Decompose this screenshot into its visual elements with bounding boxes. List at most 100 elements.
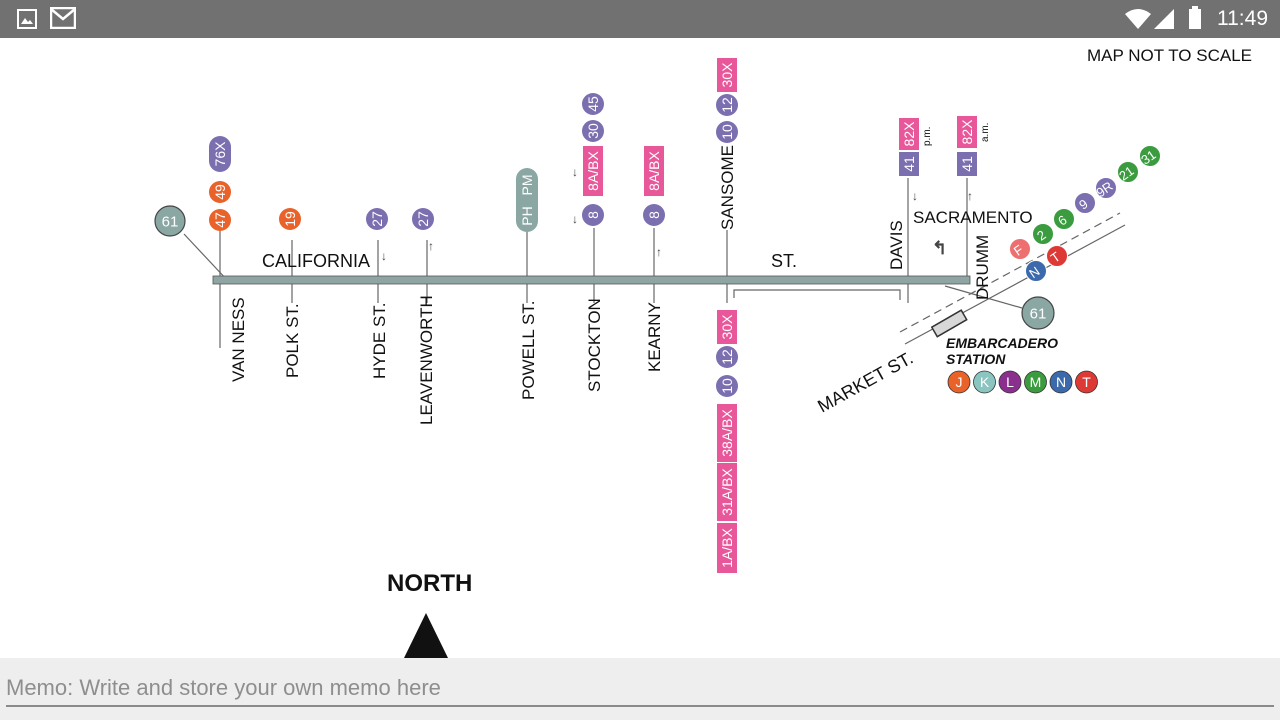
north-arrow-icon (404, 613, 448, 658)
badge-pm: PM (519, 175, 535, 196)
badge-market-6: 6 (1053, 208, 1075, 230)
battery-icon (1189, 6, 1201, 29)
svg-text:10: 10 (719, 378, 735, 394)
svg-text:49: 49 (212, 184, 228, 200)
badge-ph: PH (519, 206, 535, 225)
badge-powell-cable (516, 168, 538, 232)
svg-text:27: 27 (369, 211, 385, 227)
badge-station-k: K (973, 370, 996, 394)
svg-text:L: L (1006, 374, 1014, 390)
badge-31abx: 31A/BX (717, 463, 737, 521)
badge-market-n: N (1025, 260, 1047, 282)
badge-12-north: 12 (716, 94, 738, 116)
svg-text:45: 45 (585, 96, 601, 112)
badge-27-leavenworth: 27 (412, 208, 434, 230)
svg-text:J: J (956, 374, 963, 390)
street-label-davis: DAVIS (887, 220, 906, 270)
badge-station-l: L (998, 370, 1022, 394)
arrow-leavenworth-icon: ↑ (428, 239, 434, 253)
svg-text:61: 61 (1030, 305, 1047, 322)
badge-12-south: 12 (716, 346, 738, 368)
badge-41-davis: 41 (899, 152, 919, 176)
svg-text:12: 12 (719, 97, 735, 113)
svg-text:M: M (1030, 374, 1042, 390)
davis-note: p.m. (922, 127, 933, 146)
street-label-sansome: SANSOME (718, 145, 737, 230)
route-map[interactable]: MAP NOT TO SCALE ↓ (0, 38, 1280, 658)
badge-market-t: T (1046, 245, 1068, 267)
badge-8-stockton: 8 (582, 204, 604, 226)
street-label-kearny: KEARNY (645, 302, 664, 372)
street-label-van-ness: VAN NESS (229, 297, 248, 382)
memo-bar (0, 658, 1280, 720)
station-block (930, 309, 968, 338)
memo-input[interactable] (6, 672, 1272, 704)
badge-38abx: 38A/BX (717, 404, 737, 462)
svg-text:1A/BX: 1A/BX (719, 528, 735, 568)
badge-19: 19 (279, 208, 301, 230)
street-label-leavenworth: LEAVENWORTH (417, 295, 436, 425)
badge-41-drumm: 41 (957, 152, 977, 176)
street-label-polk: POLK ST. (283, 303, 302, 378)
svg-text:10: 10 (719, 124, 735, 140)
badge-station-t: T (1075, 370, 1098, 394)
arrow-davis-icon: ↓ (912, 189, 918, 203)
svg-text:82X: 82X (901, 121, 917, 147)
badge-market-9r: 9R (1093, 177, 1117, 200)
svg-text:31: 31 (1138, 147, 1158, 168)
badge-station-n: N (1049, 370, 1073, 394)
badge-market-2: 2 (1032, 223, 1054, 245)
badge-10-south: 10 (716, 375, 738, 397)
arrow-kearny-icon: ↑ (656, 245, 662, 259)
svg-text:T: T (1082, 374, 1091, 390)
svg-text:41: 41 (959, 156, 975, 172)
arrow-stockton-lower-icon: ↓ (572, 212, 578, 226)
status-bar: 11:49 (0, 0, 1280, 38)
badge-30: 30 (582, 120, 604, 142)
north-label: NORTH (387, 570, 472, 597)
badge-10-north: 10 (716, 121, 738, 143)
badge-30x-north: 30X (717, 58, 737, 92)
drumm-note: a.m. (980, 123, 991, 142)
station-label-line1: EMBARCADERO (946, 335, 1058, 351)
badge-market-f: F (1009, 238, 1031, 260)
station-label-line2: STATION (946, 351, 1006, 367)
badge-47: 47 (209, 209, 231, 231)
badge-82x-davis: 82X (899, 118, 919, 150)
svg-text:27: 27 (415, 211, 431, 227)
badge-station-j: J (947, 370, 971, 394)
leader-line-61-west (183, 233, 229, 282)
street-label-powell: POWELL ST. (519, 300, 538, 400)
street-label-market: MARKET ST. (814, 348, 916, 417)
badge-8abx-kearny: 8A/BX (644, 146, 664, 196)
svg-text:K: K (980, 374, 990, 390)
badge-49: 49 (209, 181, 231, 203)
svg-text:61: 61 (162, 213, 179, 230)
memo-underline (6, 705, 1274, 707)
svg-text:N: N (1056, 374, 1066, 390)
leader-line-61-east (944, 285, 1023, 309)
badge-27-hyde: 27 (366, 208, 388, 230)
svg-text:47: 47 (212, 212, 228, 228)
turn-arrow-icon: ↰ (932, 238, 947, 258)
badge-30x-south: 30X (717, 310, 737, 344)
street-label-sacramento: SACRAMENTO (913, 208, 1033, 227)
signal-icon (1154, 9, 1174, 29)
svg-text:8: 8 (646, 211, 662, 219)
arrow-stockton-upper-icon: ↓ (572, 165, 578, 179)
wifi-icon (1125, 9, 1151, 29)
svg-text:30: 30 (585, 123, 601, 139)
svg-text:8A/BX: 8A/BX (585, 151, 601, 191)
svg-text:82X: 82X (959, 119, 975, 145)
svg-text:31A/BX: 31A/BX (719, 468, 735, 516)
svg-text:41: 41 (901, 156, 917, 172)
arrow-hyde-icon: ↓ (381, 249, 387, 263)
street-label-stockton: STOCKTON (585, 298, 604, 392)
status-time: 11:49 (1217, 7, 1268, 30)
badge-45: 45 (582, 93, 604, 115)
badge-76x: 76X (209, 136, 231, 172)
badge-82x-drumm: 82X (957, 116, 977, 148)
route-bracket (733, 289, 901, 300)
badge-1abx: 1A/BX (717, 523, 737, 573)
